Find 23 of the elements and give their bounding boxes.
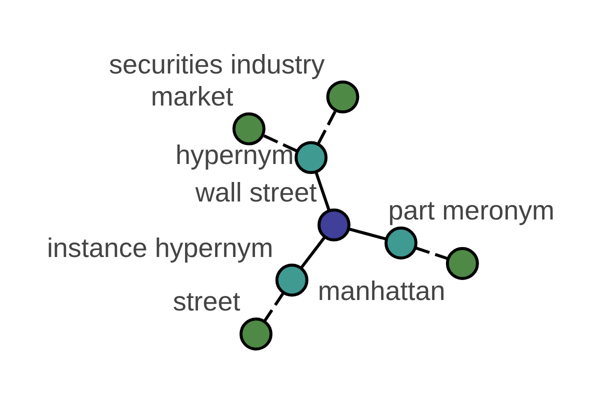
node-circle (275, 263, 308, 296)
connector (317, 110, 337, 144)
node-circle (240, 317, 272, 350)
connector (264, 291, 285, 322)
node-label: securities industry (109, 49, 325, 80)
node-circle (446, 246, 479, 280)
node-label: instance hypernym (46, 232, 274, 262)
node-circle (232, 112, 266, 145)
node-circle (326, 80, 360, 113)
node-circle (318, 208, 350, 241)
node-circle (384, 226, 418, 259)
connector (262, 134, 298, 152)
connector (414, 246, 448, 260)
connector (300, 236, 326, 269)
node-label: market (150, 80, 234, 111)
node-label: part meronym (388, 195, 555, 226)
node-circle (294, 140, 328, 174)
node-label: hypernym (176, 140, 294, 170)
connector (349, 227, 387, 240)
connector (314, 170, 331, 211)
node-label: street (172, 286, 240, 316)
node-label: manhattan (318, 276, 446, 306)
node-label: wall street (195, 177, 317, 208)
